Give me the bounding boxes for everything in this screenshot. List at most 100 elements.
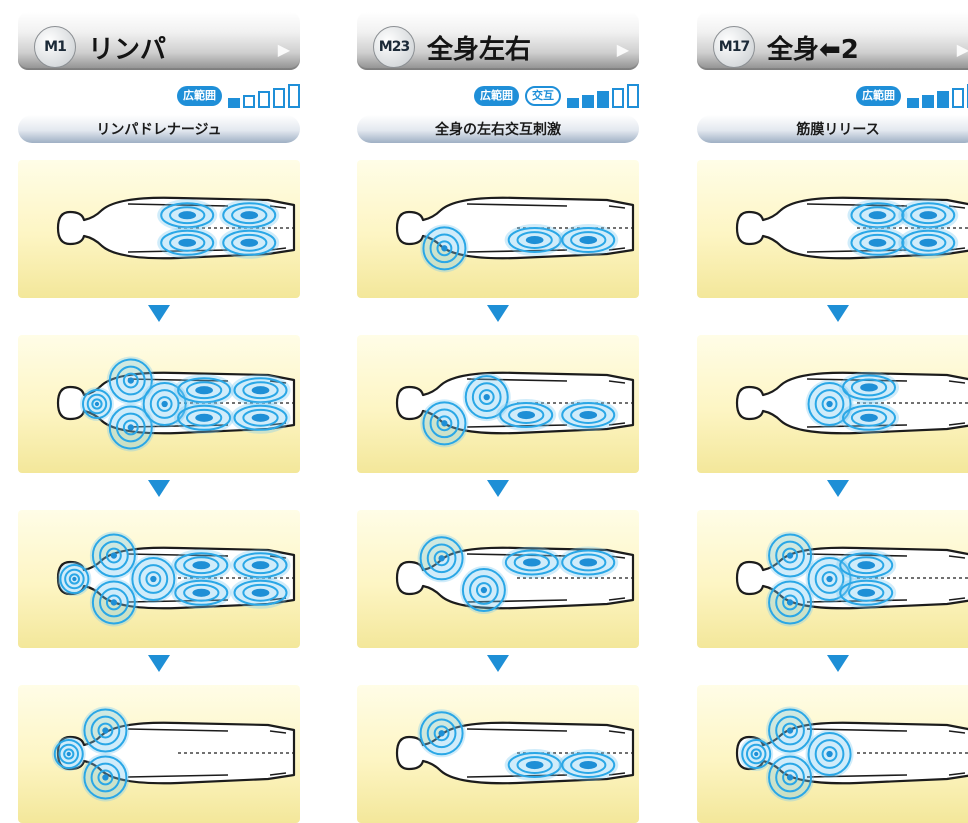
down-arrow-icon xyxy=(487,655,509,672)
massage-point xyxy=(558,224,619,257)
massage-point xyxy=(766,531,815,580)
intensity-meter xyxy=(907,84,968,108)
massage-point xyxy=(739,737,774,771)
mode-tag: 交互 xyxy=(525,86,561,106)
massage-point xyxy=(81,753,130,802)
chevron-right-icon: ▶ xyxy=(277,40,290,59)
mode-header[interactable]: M1 リンパ ▶ xyxy=(18,12,300,70)
down-arrow-icon xyxy=(487,305,509,322)
mode-description: 全身の左右交互刺激 xyxy=(357,115,639,143)
massage-point xyxy=(839,401,900,434)
massage-point xyxy=(417,534,466,583)
body-figure xyxy=(51,706,296,802)
intensity-bar xyxy=(258,91,270,108)
massage-point xyxy=(89,578,138,627)
massage-point xyxy=(219,226,280,259)
step-panel xyxy=(357,160,639,298)
massage-point xyxy=(805,380,854,428)
massage-point xyxy=(898,226,959,259)
down-arrow-icon xyxy=(827,305,849,322)
massage-point xyxy=(79,387,114,421)
down-arrow-icon xyxy=(148,305,170,322)
step-panel xyxy=(18,510,300,648)
massage-point xyxy=(106,403,155,452)
chevron-right-icon: ▶ xyxy=(616,40,629,59)
body-figure xyxy=(735,196,968,260)
step-panel xyxy=(697,335,968,473)
massage-point xyxy=(420,224,469,273)
intensity-bar xyxy=(612,87,624,108)
intensity-bar xyxy=(273,87,285,108)
step-panel xyxy=(357,685,639,823)
massage-point xyxy=(558,749,619,782)
massage-point xyxy=(81,706,130,755)
massage-point xyxy=(766,753,815,802)
body-figure xyxy=(395,371,635,448)
intensity-bar xyxy=(582,94,594,108)
intensity-bar xyxy=(243,94,255,108)
massage-point xyxy=(174,401,235,434)
down-arrow-icon xyxy=(827,480,849,497)
massage-point xyxy=(106,356,155,405)
massage-point xyxy=(836,549,897,582)
step-panel xyxy=(697,160,968,298)
body-figure xyxy=(56,356,296,452)
mode-tag: 広範囲 xyxy=(856,86,901,106)
intensity-bar xyxy=(228,98,240,108)
massage-point xyxy=(496,399,557,432)
mode-tag: 広範囲 xyxy=(177,86,222,106)
massage-point xyxy=(836,576,897,609)
intensity-bar xyxy=(288,84,300,108)
intensity-bar xyxy=(627,84,639,108)
intensity-bar xyxy=(907,98,919,108)
body-figure xyxy=(735,371,968,435)
step-panel xyxy=(357,335,639,473)
massage-point xyxy=(501,546,562,579)
down-arrow-icon xyxy=(487,480,509,497)
mode-name: 全身左右 xyxy=(427,35,532,65)
step-panel xyxy=(18,335,300,473)
massage-point xyxy=(459,566,508,615)
massage-point xyxy=(230,401,291,434)
mode-name: リンパ xyxy=(88,35,167,65)
massage-point xyxy=(847,199,908,232)
mode-tags: 広範囲交互 xyxy=(474,84,639,108)
down-arrow-icon xyxy=(148,655,170,672)
mode-code-badge: M17 xyxy=(713,26,755,68)
intensity-bar xyxy=(567,98,579,108)
mode-tags: 広範囲 xyxy=(856,84,968,108)
intensity-meter xyxy=(228,84,300,108)
massage-point xyxy=(805,555,854,603)
massage-point xyxy=(171,576,232,609)
massage-point xyxy=(766,578,815,627)
mode-description: 筋膜リリース xyxy=(697,115,968,143)
intensity-bar xyxy=(597,91,609,108)
massage-point xyxy=(230,549,291,582)
massage-point xyxy=(230,576,291,609)
massage-point xyxy=(219,199,280,232)
massage-point xyxy=(504,224,565,257)
chevron-right-icon: ▶ xyxy=(956,40,968,59)
body-figure xyxy=(56,196,296,260)
down-arrow-icon xyxy=(827,655,849,672)
step-panel xyxy=(697,510,968,648)
massage-point xyxy=(558,546,619,579)
body-figure xyxy=(395,196,635,273)
intensity-bar xyxy=(937,91,949,108)
massage-point xyxy=(898,199,959,232)
massage-point xyxy=(140,380,189,428)
body-figure xyxy=(395,709,635,785)
massage-point xyxy=(174,374,235,407)
massage-point xyxy=(230,374,291,407)
massage-point xyxy=(51,737,86,771)
massage-point xyxy=(129,555,178,603)
massage-point xyxy=(558,399,619,432)
step-panel xyxy=(18,685,300,823)
mode-code-badge: M1 xyxy=(34,26,76,68)
massage-point xyxy=(417,709,466,758)
massage-point xyxy=(805,730,854,778)
